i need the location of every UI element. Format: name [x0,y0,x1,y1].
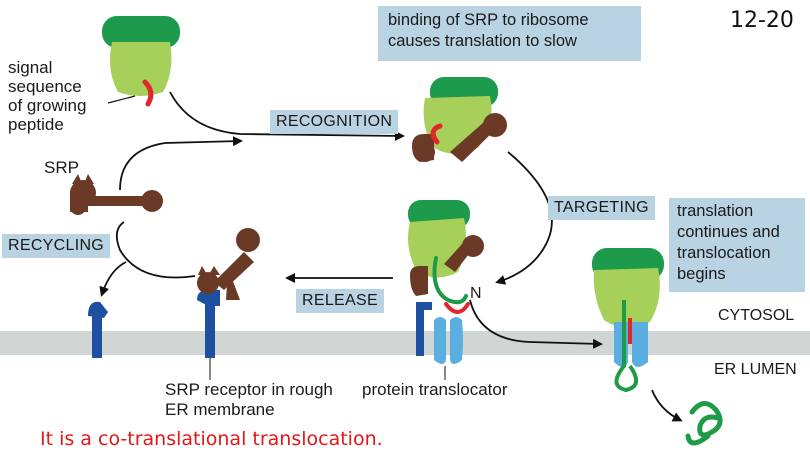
targeting-complex [408,200,484,364]
signal-line-3: of growing [8,96,87,115]
srp-binding-caption: binding of SRP to ribosome causes transl… [378,6,641,61]
figure-number: 12-20 [730,8,794,33]
arrow-targeting [495,151,553,285]
translation-continues-caption: translation continues and translocation … [669,198,805,292]
step-recognition: RECOGNITION [270,110,399,134]
arrow-translocation [469,299,603,349]
step-recycling: RECYCLING [2,234,111,258]
srp-receptor-label: SRP receptor in rough ER membrane [165,380,333,420]
free-ribosome [102,16,180,107]
signal-sequence-label: signal sequence of growing peptide [8,58,86,134]
footnote: It is a co-translational translocation. [40,428,383,450]
srp-on-receptor [197,228,260,358]
ribosome-srp-complex [412,77,507,162]
er-lumen-label: ER LUMEN [714,361,797,378]
translation-line-2: continues and [677,223,780,241]
srp-receptor-line-1: SRP receptor in rough [165,380,333,399]
arrow-to-receptor [99,261,127,297]
signal-line-1: signal [8,58,53,77]
translating-ribosome [592,248,664,393]
arrow-folding [651,389,683,422]
step-release: RELEASE [296,289,384,313]
translation-line-4: begins [677,265,726,283]
translation-line-3: translocation [677,244,771,262]
signal-sequence [142,79,154,107]
n-terminus-label: N [470,285,482,302]
step-targeting: TARGETING [548,196,655,220]
srp-binding-line-1: binding of SRP to ribosome [388,11,589,29]
cytosol-label: CYTOSOL [718,307,795,324]
arrow-recognition-1 [169,91,405,141]
srp-receptor-line-2: ER membrane [165,400,275,419]
signal-line-2: sequence [8,77,82,96]
arrow-recycling [115,221,196,279]
srp-binding-line-2: causes translation to slow [388,32,577,50]
free-srp-receptor [88,301,108,358]
srp-particle [70,174,163,215]
signal-line-4: peptide [8,115,64,134]
folded-peptide [685,401,723,446]
translation-line-1: translation [677,202,754,220]
srp-label: SRP [44,158,79,177]
er-membrane [0,331,810,355]
arrow-recognition-2 [119,136,243,191]
protein-translocator-label: protein translocator [362,380,508,399]
